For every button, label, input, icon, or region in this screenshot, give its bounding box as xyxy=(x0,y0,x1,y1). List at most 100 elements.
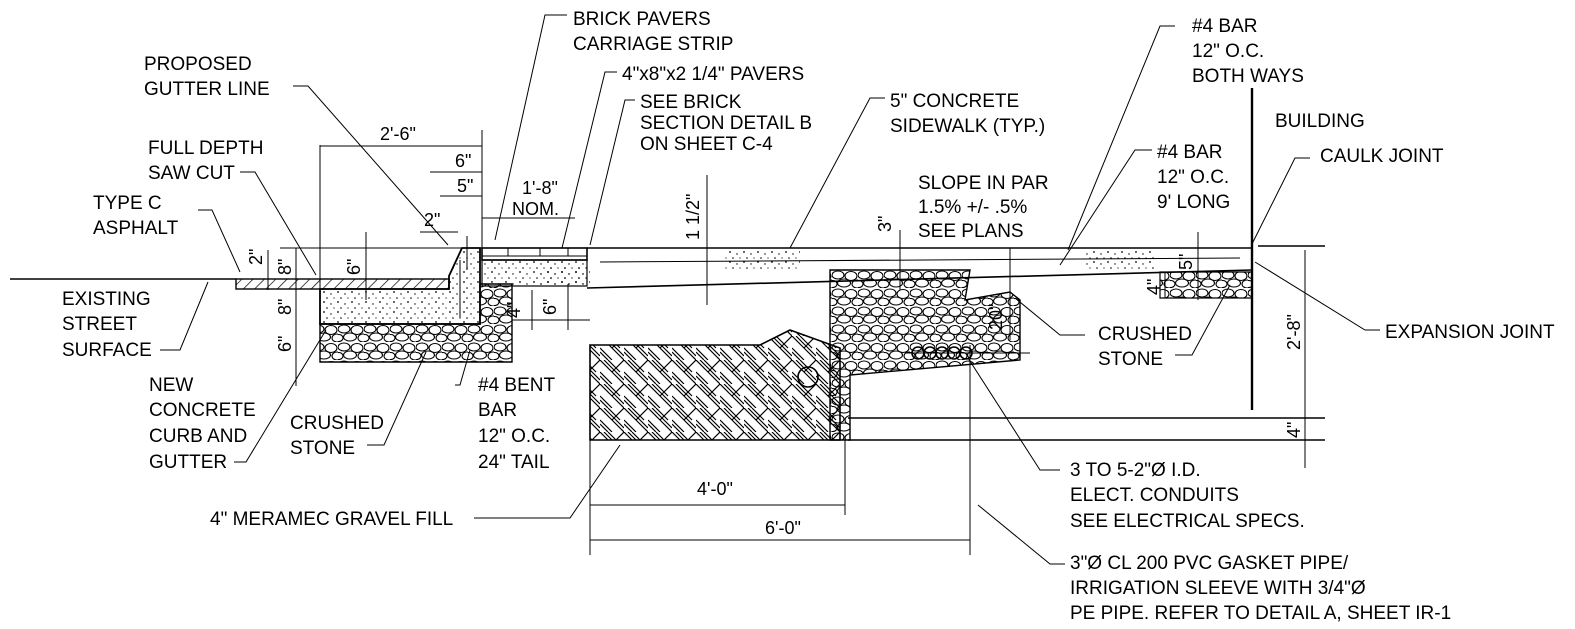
svg-text:CARRIAGE STRIP: CARRIAGE STRIP xyxy=(573,34,733,55)
callout-type-c: TYPE C ASPHALT xyxy=(93,193,179,239)
crushed-stone-right xyxy=(1159,271,1253,299)
callout-pavers: 4"x8"x2 1/4" PAVERS xyxy=(622,64,804,85)
callout-expansion-joint: EXPANSION JOINT xyxy=(1385,322,1555,343)
svg-text:2": 2" xyxy=(246,249,266,265)
callout-building: BUILDING xyxy=(1275,111,1365,132)
svg-text:4": 4" xyxy=(1144,279,1164,295)
svg-text:6": 6" xyxy=(275,336,295,352)
svg-text:3": 3" xyxy=(875,216,895,232)
svg-text:ASPHALT: ASPHALT xyxy=(93,218,179,239)
callout-crushed-stone-left: CRUSHED STONE xyxy=(290,413,384,459)
svg-text:NEW: NEW xyxy=(149,375,193,396)
svg-text:PE PIPE. REFER TO DETAIL A, SH: PE PIPE. REFER TO DETAIL A, SHEET IR-1 xyxy=(1070,603,1451,624)
callout-see-brick: SEE BRICK SECTION DETAIL B ON SHEET C-4 xyxy=(640,92,812,155)
callout-concrete-sidewalk: 5" CONCRETE SIDEWALK (TYP.) xyxy=(890,91,1045,137)
svg-text:EXISTING: EXISTING xyxy=(62,289,151,310)
svg-text:ON SHEET C-4: ON SHEET C-4 xyxy=(640,134,773,155)
svg-text:SIDEWALK (TYP.): SIDEWALK (TYP.) xyxy=(890,116,1045,137)
svg-text:STONE: STONE xyxy=(1098,349,1163,370)
svg-text:6": 6" xyxy=(455,151,471,171)
callout-crushed-stone-right: CRUSHED STONE xyxy=(1098,324,1192,370)
callout-proposed-gutter: PROPOSED GUTTER LINE xyxy=(144,54,270,100)
svg-text:SEE BRICK: SEE BRICK xyxy=(640,92,742,113)
svg-text:STREET: STREET xyxy=(62,314,137,335)
svg-text:SECTION DETAIL B: SECTION DETAIL B xyxy=(640,113,812,134)
svg-text:ELECT. CONDUITS: ELECT. CONDUITS xyxy=(1070,485,1239,506)
svg-text:STONE: STONE xyxy=(290,438,355,459)
callout-gravel-fill: 4" MERAMEC GRAVEL FILL xyxy=(210,509,453,530)
svg-text:2'-6": 2'-6" xyxy=(380,124,416,144)
leader-lines xyxy=(160,14,1380,565)
callout-pvc-pipe: 3"Ø CL 200 PVC GASKET PIPE/ IRRIGATION S… xyxy=(1070,553,1451,624)
svg-text:1 1/2": 1 1/2" xyxy=(683,194,703,240)
svg-text:4": 4" xyxy=(1284,422,1304,438)
svg-text:SEE PLANS: SEE PLANS xyxy=(918,221,1024,242)
callout-brick-pavers: BRICK PAVERS CARRIAGE STRIP xyxy=(573,9,733,55)
svg-text:3 TO 5-2"Ø I.D.: 3 TO 5-2"Ø I.D. xyxy=(1070,460,1201,481)
svg-text:6": 6" xyxy=(344,259,364,275)
svg-text:20": 20" xyxy=(986,304,1006,330)
dimension-texts: 2'-6" 6" 5" 2" 1'-8" NOM. 4'-0" 6'-0" 1 … xyxy=(246,124,1304,538)
svg-text:PROPOSED: PROPOSED xyxy=(144,54,252,75)
svg-text:4"x8"x2 1/4" PAVERS: 4"x8"x2 1/4" PAVERS xyxy=(622,64,804,85)
callout-existing-street: EXISTING STREET SURFACE xyxy=(62,289,152,361)
svg-text:NOM.: NOM. xyxy=(512,199,559,219)
svg-text:8": 8" xyxy=(275,259,295,275)
svg-text:4" MERAMEC GRAVEL FILL: 4" MERAMEC GRAVEL FILL xyxy=(210,509,453,530)
concrete-sidewalk xyxy=(540,247,1253,289)
svg-text:4'-0": 4'-0" xyxy=(697,479,733,499)
callout-full-depth: FULL DEPTH SAW CUT xyxy=(148,138,263,184)
callout-new-curb: NEW CONCRETE CURB AND GUTTER xyxy=(149,375,256,473)
svg-text:CRUSHED: CRUSHED xyxy=(1098,324,1192,345)
existing-street xyxy=(10,278,450,290)
svg-text:8": 8" xyxy=(275,299,295,315)
svg-text:#4 BAR: #4 BAR xyxy=(1192,16,1257,37)
callout-slope: SLOPE IN PAR 1.5% +/- .5% SEE PLANS xyxy=(918,173,1049,242)
svg-text:SLOPE IN PAR: SLOPE IN PAR xyxy=(918,173,1049,194)
svg-text:24" TAIL: 24" TAIL xyxy=(478,452,550,473)
svg-text:TYPE C: TYPE C xyxy=(93,193,162,214)
svg-text:SAW CUT: SAW CUT xyxy=(148,163,235,184)
svg-text:CURB AND: CURB AND xyxy=(149,426,247,447)
svg-text:EXPANSION JOINT: EXPANSION JOINT xyxy=(1385,322,1555,343)
callout-conduits: 3 TO 5-2"Ø I.D. ELECT. CONDUITS SEE ELEC… xyxy=(1070,460,1305,532)
svg-text:GUTTER: GUTTER xyxy=(149,452,227,473)
reference-lines xyxy=(280,130,1021,555)
svg-text:SEE ELECTRICAL SPECS.: SEE ELECTRICAL SPECS. xyxy=(1070,511,1305,532)
svg-text:CAULK JOINT: CAULK JOINT xyxy=(1320,146,1444,167)
svg-text:CONCRETE: CONCRETE xyxy=(149,400,256,421)
svg-text:FULL DEPTH: FULL DEPTH xyxy=(148,138,263,159)
svg-text:#4 BENT: #4 BENT xyxy=(478,375,555,396)
svg-text:BUILDING: BUILDING xyxy=(1275,111,1365,132)
svg-text:#4 BAR: #4 BAR xyxy=(1157,142,1222,163)
svg-text:BOTH WAYS: BOTH WAYS xyxy=(1192,66,1304,87)
svg-text:GUTTER LINE: GUTTER LINE xyxy=(144,79,270,100)
callout-bar-both-ways: #4 BAR 12" O.C. BOTH WAYS xyxy=(1192,16,1304,87)
svg-text:9' LONG: 9' LONG xyxy=(1157,192,1230,213)
svg-text:3"Ø CL 200 PVC GASKET PIPE/: 3"Ø CL 200 PVC GASKET PIPE/ xyxy=(1070,553,1349,574)
dimension-lines xyxy=(267,145,1306,541)
svg-text:IRRIGATION SLEEVE WITH 3/4"Ø: IRRIGATION SLEEVE WITH 3/4"Ø xyxy=(1070,578,1366,599)
svg-text:2": 2" xyxy=(424,210,440,230)
callout-caulk-joint: CAULK JOINT xyxy=(1320,146,1444,167)
svg-text:1'-8": 1'-8" xyxy=(522,178,558,198)
callout-bent-bar: #4 BENT BAR 12" O.C. 24" TAIL xyxy=(478,375,555,473)
svg-text:12" O.C.: 12" O.C. xyxy=(1192,41,1264,62)
svg-text:5": 5" xyxy=(1176,254,1196,270)
building-wall xyxy=(848,88,1325,441)
svg-text:1.5% +/- .5%: 1.5% +/- .5% xyxy=(918,197,1027,218)
svg-text:12" O.C.: 12" O.C. xyxy=(1157,167,1229,188)
svg-text:4": 4" xyxy=(504,302,524,318)
electrical-conduits xyxy=(905,346,1030,360)
callout-bar-9ft: #4 BAR 12" O.C. 9' LONG xyxy=(1157,142,1230,213)
pvc-pipe xyxy=(797,366,819,388)
svg-text:6": 6" xyxy=(540,299,560,315)
svg-text:2'-8": 2'-8" xyxy=(1284,314,1304,350)
svg-text:BRICK PAVERS: BRICK PAVERS xyxy=(573,9,711,30)
svg-text:12" O.C.: 12" O.C. xyxy=(478,426,550,447)
svg-text:5": 5" xyxy=(457,176,473,196)
svg-text:5" CONCRETE: 5" CONCRETE xyxy=(890,91,1019,112)
svg-text:BAR: BAR xyxy=(478,400,517,421)
svg-text:SURFACE: SURFACE xyxy=(62,340,152,361)
